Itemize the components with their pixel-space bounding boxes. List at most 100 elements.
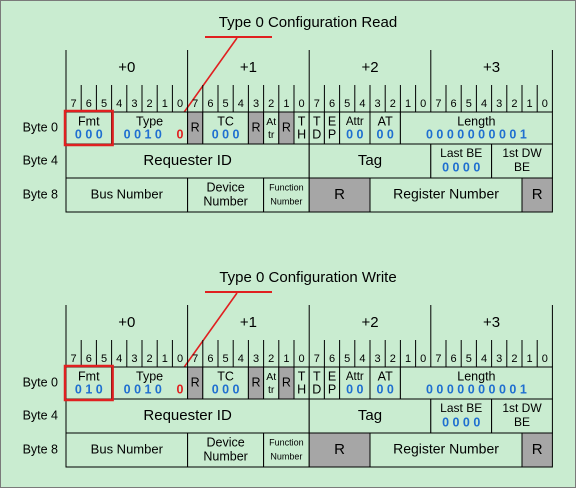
byte-header: +3 xyxy=(483,314,500,331)
bit-number: 7 xyxy=(71,98,77,110)
bit-number: 4 xyxy=(359,353,365,365)
bit-number: 2 xyxy=(511,353,517,365)
bit-number: 0 xyxy=(542,98,548,110)
bit-number: 2 xyxy=(390,353,396,365)
bit-number: 3 xyxy=(253,98,259,110)
field-label: At xyxy=(266,371,276,383)
bit-number: 6 xyxy=(451,353,457,365)
bit-number: 6 xyxy=(207,353,213,365)
section-title: Type 0 Configuration Read xyxy=(219,14,397,31)
field-label: T xyxy=(298,114,306,128)
field-label: Requester ID xyxy=(143,407,232,424)
reserved-field xyxy=(308,177,371,213)
field-label: D xyxy=(312,127,321,141)
field-value: 0 0 0 0 0 0 0 0 0 1 xyxy=(426,382,527,396)
field-value: 0 0 0 0 xyxy=(442,415,480,429)
bit-number: 6 xyxy=(329,353,335,365)
bit-number: 5 xyxy=(223,353,229,365)
field-value: 0 1 0 xyxy=(75,382,103,396)
field-label: R xyxy=(282,375,291,389)
bit-number: 6 xyxy=(207,98,213,110)
bit-number: 7 xyxy=(192,353,198,365)
bit-number: 7 xyxy=(314,98,320,110)
field-label: AT xyxy=(378,114,393,128)
device-number-field xyxy=(187,432,265,468)
bit-number: 7 xyxy=(435,353,441,365)
bit-number: 7 xyxy=(71,353,77,365)
field-value: 0 0 0 xyxy=(212,382,240,396)
field-label: Type xyxy=(136,369,163,383)
row-label: Byte 0 xyxy=(23,375,58,389)
bit-number: 3 xyxy=(253,353,259,365)
attr-field xyxy=(339,111,371,145)
bit-number: 5 xyxy=(223,98,229,110)
field-label: Function xyxy=(269,437,304,447)
bit-number: 4 xyxy=(116,353,122,365)
field-label: Bus Number xyxy=(91,186,164,201)
bit-number: 6 xyxy=(86,353,92,365)
field-label: Device xyxy=(206,435,244,449)
field-label: Number xyxy=(270,196,302,206)
field-label: Tag xyxy=(358,152,382,169)
field-label: R xyxy=(251,120,260,134)
bit-number: 5 xyxy=(101,98,107,110)
field-label: AT xyxy=(378,369,393,383)
field-label: TC xyxy=(217,369,234,383)
field-label: H xyxy=(297,127,306,141)
bit-number: 5 xyxy=(344,98,350,110)
field-label: Number xyxy=(203,449,247,463)
field-label: Number xyxy=(270,451,302,461)
length-field xyxy=(399,366,553,400)
byte-header: +1 xyxy=(240,59,257,76)
first-dw-be-field xyxy=(491,398,553,434)
bit-number: 6 xyxy=(86,98,92,110)
bit-number: 0 xyxy=(420,98,426,110)
field-label: Requester ID xyxy=(143,152,232,169)
byte-header: +0 xyxy=(118,59,135,76)
byte-header: +2 xyxy=(361,59,378,76)
field-label: TC xyxy=(217,114,234,128)
bit-number: 0 xyxy=(299,98,305,110)
bit-number: 2 xyxy=(268,98,274,110)
bit-number: 4 xyxy=(359,98,365,110)
register-number-field xyxy=(369,432,523,468)
field-label: Bus Number xyxy=(91,441,164,456)
section-title: Type 0 Configuration Write xyxy=(219,269,396,286)
bit-number: 5 xyxy=(344,353,350,365)
bit-number: 4 xyxy=(238,98,244,110)
field-label: Function xyxy=(269,182,304,192)
field-label: P xyxy=(328,382,336,396)
bit-number: 7 xyxy=(435,98,441,110)
field-label: Fmt xyxy=(78,114,100,128)
field-label: E xyxy=(328,114,336,128)
bit-number: 7 xyxy=(314,353,320,365)
bit-number: 1 xyxy=(527,98,533,110)
bus-number-field xyxy=(65,432,189,468)
field-label: Length xyxy=(457,369,495,383)
row-label: Byte 8 xyxy=(23,442,58,456)
field-value: 0 0 xyxy=(346,127,363,141)
bit-number: 3 xyxy=(131,98,137,110)
field-label: BE xyxy=(514,160,530,174)
bit-number: 1 xyxy=(527,353,533,365)
bit-number: 4 xyxy=(238,353,244,365)
bit-number: 2 xyxy=(147,353,153,365)
field-label: Fmt xyxy=(78,369,100,383)
field-label: Device xyxy=(206,180,244,194)
bit-number: 6 xyxy=(329,98,335,110)
row-label: Byte 4 xyxy=(23,408,58,422)
byte-header: +1 xyxy=(240,314,257,331)
field-value: 0 0 xyxy=(377,127,394,141)
field-label: Register Number xyxy=(393,441,499,457)
field-value: 0 0 xyxy=(346,382,363,396)
field-label: E xyxy=(328,369,336,383)
field-label: Attr xyxy=(346,371,364,383)
bit-number: 3 xyxy=(496,353,502,365)
row-label: Byte 0 xyxy=(23,120,58,134)
bit-number: 3 xyxy=(375,98,381,110)
field-label: At xyxy=(266,116,276,128)
field-label: R xyxy=(334,441,345,458)
